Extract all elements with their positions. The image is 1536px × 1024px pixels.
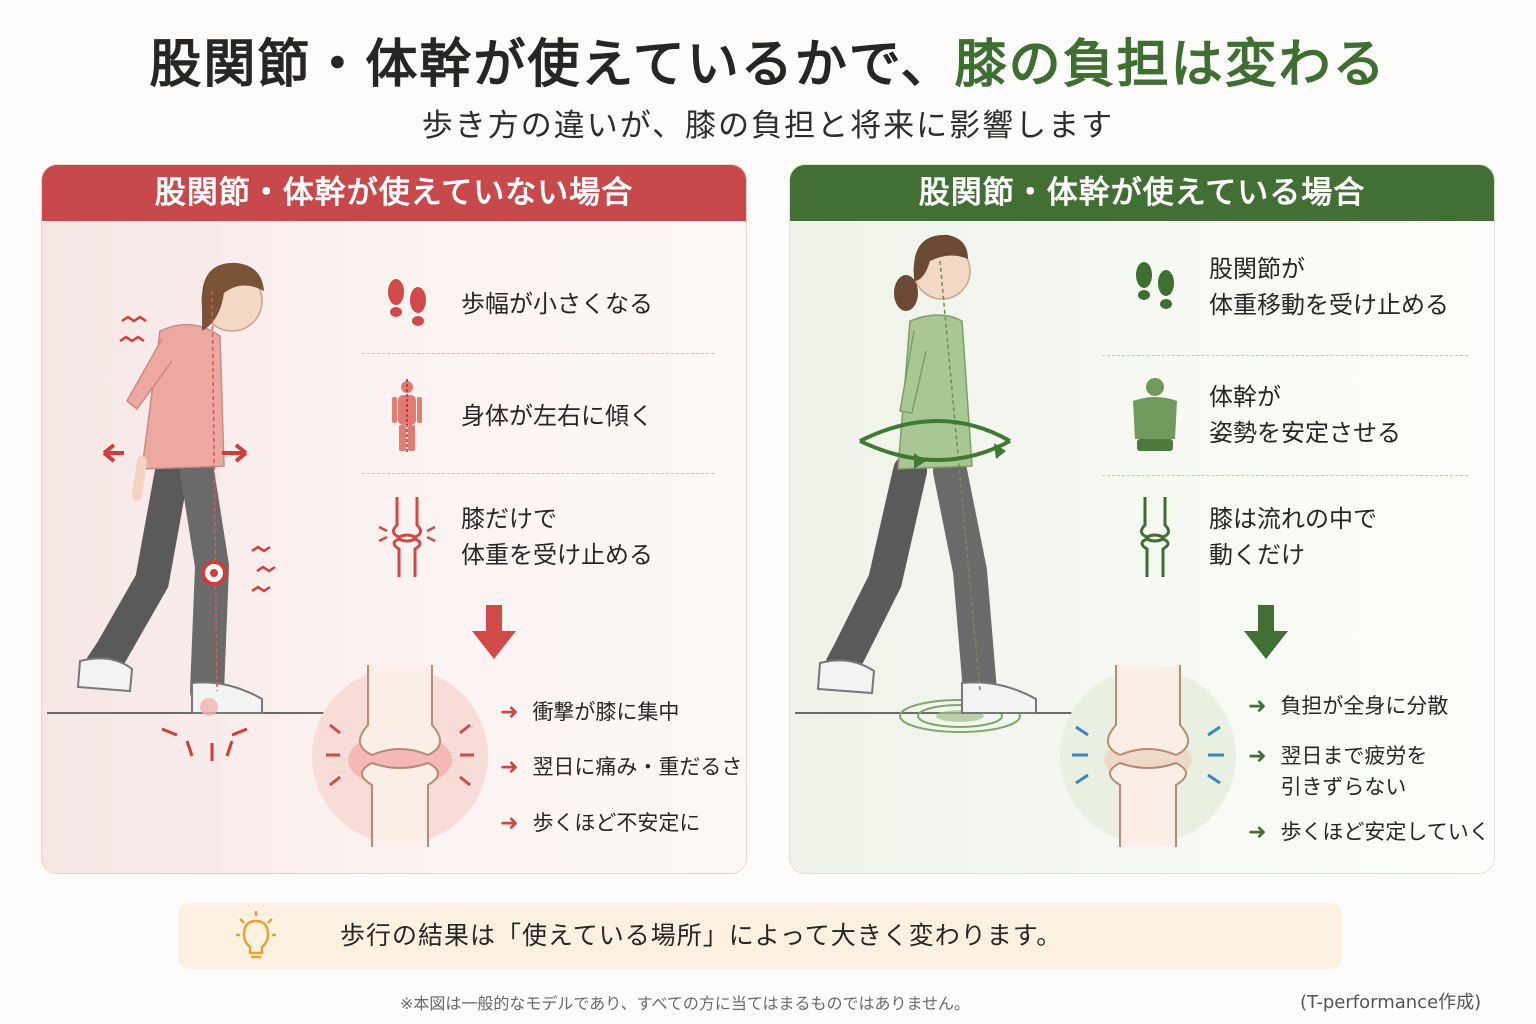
result-text: 歩くほど不安定に <box>532 811 701 835</box>
stressed-knee-joint-illustration <box>312 665 488 847</box>
title-highlight: 膝の負担は変わる <box>954 35 1387 95</box>
divider <box>362 473 714 474</box>
arrow-right-icon: ➜ <box>500 811 519 836</box>
arrow-right-icon: ➜ <box>1248 744 1267 769</box>
page-subtitle: 歩き方の違いが、膝の負担と将来に影響します <box>421 108 1115 144</box>
item-text: 膝だけで 体重を受け止める <box>461 505 653 569</box>
down-arrow-icon <box>472 605 516 659</box>
arrow-right-icon: ➜ <box>500 755 519 780</box>
lightbulb-icon <box>236 911 276 959</box>
knee-joint-icon <box>1125 497 1185 577</box>
item-text: 膝は流れの中で 動くだけ <box>1209 505 1377 569</box>
panel-using-hip-core: 股関節・体幹が使えている場合 股関節が 体重移動を受け止める 体幹が 姿勢を安定… <box>789 164 1495 874</box>
relaxed-knee-joint-illustration <box>1060 665 1236 847</box>
divider <box>1102 475 1468 476</box>
summary-banner: 歩行の結果は「使えている場所」によって大きく変わります。 <box>178 903 1342 969</box>
result-text: 負担が全身に分散 <box>1280 694 1449 718</box>
panel-header-good: 股関節・体幹が使えている場合 <box>790 165 1494 221</box>
panel-not-using-hip-core: 股関節・体幹が使えていない場合 歩幅 <box>41 164 747 874</box>
footprints-icon <box>377 269 437 339</box>
item-core-stabilize: 体幹が 姿勢を安定させる <box>1125 378 1401 451</box>
body-tilt-icon <box>377 379 437 453</box>
result-item: ➜ 翌日に痛み・重だるさ <box>500 752 742 783</box>
walking-woman-bad-posture-illustration <box>47 262 367 761</box>
item-short-stride: 歩幅が小さくなる <box>377 269 653 339</box>
item-text: 体幹が 姿勢を安定させる <box>1209 383 1401 447</box>
result-item: ➜ 衝撃が膝に集中 <box>500 697 679 728</box>
credit: (T-performance作成) <box>1300 992 1482 1013</box>
arrow-right-icon: ➜ <box>1248 820 1267 845</box>
panel-header-bad: 股関節・体幹が使えていない場合 <box>42 165 746 221</box>
page-title: 股関節・体幹が使えているかで、膝の負担は変わる <box>0 22 1536 97</box>
arrow-right-icon: ➜ <box>500 700 519 725</box>
item-hip-weight-shift: 股関節が 体重移動を受け止める <box>1125 251 1449 323</box>
footnote: ※本図は一般的なモデルであり、すべての方に当てはまるものではありません。 <box>400 994 971 1013</box>
result-text: 翌日まで疲労を 引きずらない <box>1280 744 1428 799</box>
down-arrow-icon <box>1244 605 1288 659</box>
arrow-right-icon: ➜ <box>1248 694 1267 719</box>
result-text: 翌日に痛み・重だるさ <box>532 755 743 779</box>
item-body-tilt: 身体が左右に傾く <box>377 379 653 453</box>
item-text: 歩幅が小さくなる <box>461 290 653 318</box>
result-text: 衝撃が膝に集中 <box>532 700 680 724</box>
summary-text: 歩行の結果は「使えている場所」によって大きく変わります。 <box>340 921 1063 950</box>
divider <box>1102 355 1468 356</box>
walking-woman-good-posture-illustration <box>795 234 1115 733</box>
result-item: ➜ 翌日まで疲労を 引きずらない <box>1248 741 1427 803</box>
title-main: 股関節・体幹が使えているかで、 <box>149 35 955 95</box>
item-text: 身体が左右に傾く <box>461 402 653 430</box>
item-knee-flow: 膝は流れの中で 動くだけ <box>1125 497 1377 577</box>
result-item: ➜ 負担が全身に分散 <box>1248 691 1448 722</box>
divider <box>362 353 714 354</box>
torso-icon <box>1125 378 1185 451</box>
item-knee-only: 膝だけで 体重を受け止める <box>377 497 653 577</box>
result-item: ➜ 歩くほど不安定に <box>500 808 700 839</box>
result-item: ➜ 歩くほど安定していく <box>1248 817 1490 848</box>
result-text: 歩くほど安定していく <box>1280 820 1490 844</box>
item-text: 股関節が 体重移動を受け止める <box>1209 255 1449 319</box>
knee-joint-icon <box>377 497 437 577</box>
footprints-icon <box>1125 252 1185 322</box>
